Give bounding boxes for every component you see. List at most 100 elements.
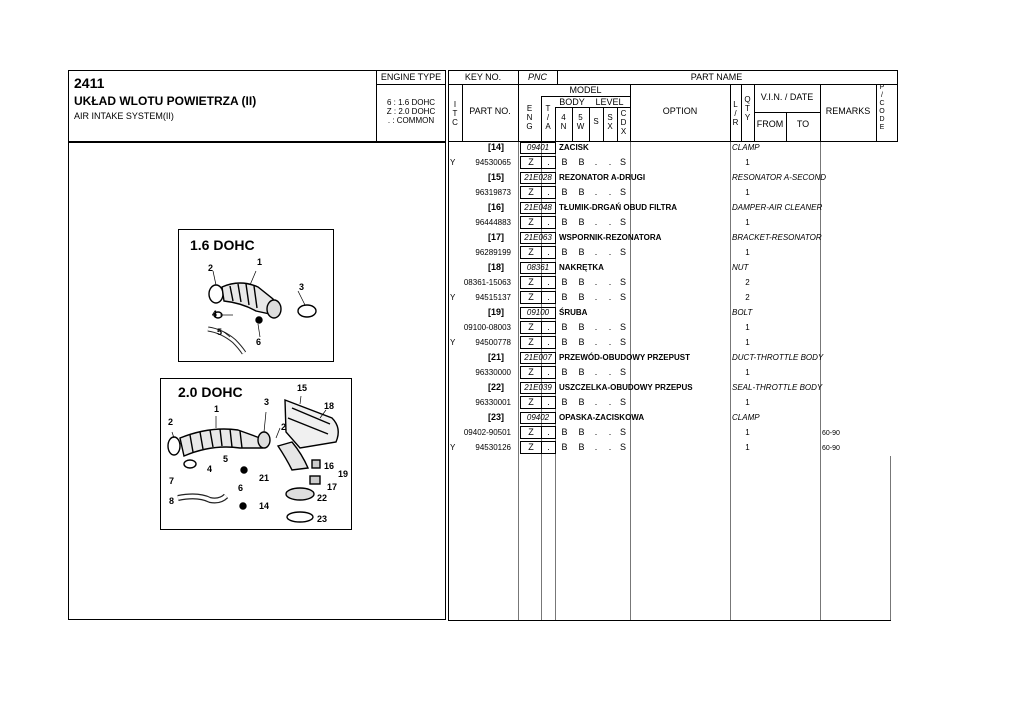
- engine-code-6: 6 : 1.6 DOHC: [386, 98, 435, 107]
- callout: 7: [169, 476, 175, 486]
- ta-cell: [541, 156, 556, 169]
- callout: 6: [256, 337, 262, 347]
- quantity: 1: [745, 398, 750, 407]
- quantity: 1: [745, 338, 750, 347]
- part-number: 09402-90501: [463, 428, 511, 437]
- level-s: .: [594, 157, 598, 167]
- level-s: .: [594, 187, 598, 197]
- callout: 4: [207, 464, 213, 474]
- level-cdx: S: [619, 187, 626, 197]
- pnc-code: 21E063: [520, 232, 556, 244]
- key-no: [18]: [487, 262, 504, 272]
- level-s: .: [594, 277, 598, 287]
- callout: 1: [257, 257, 263, 267]
- level-s: .: [594, 427, 598, 437]
- level-cdx: S: [619, 277, 626, 287]
- itc-flag: Y: [450, 443, 456, 452]
- ta-cell: [541, 186, 556, 199]
- to-label: TO: [796, 119, 810, 129]
- part-name-pl: OPASKA-ZACISKOWA: [559, 413, 645, 422]
- body-5w: B: [578, 217, 585, 227]
- ta-label: T/A: [545, 104, 551, 131]
- pnc-code: 09401: [520, 142, 556, 154]
- eng-code: Z: [528, 427, 534, 437]
- body-5w: B: [578, 292, 585, 302]
- ta-cell: [541, 321, 556, 334]
- part-number: 96330001: [475, 398, 511, 407]
- level-sx: .: [608, 427, 612, 437]
- eng-code: Z: [528, 247, 534, 257]
- level-sx: .: [608, 247, 612, 257]
- level-sx: .: [608, 277, 612, 287]
- eng-code: Z: [528, 322, 534, 332]
- part-name-en: CLAMP: [732, 143, 760, 152]
- body-5w: B: [578, 247, 585, 257]
- level-s-label: S: [593, 117, 599, 126]
- callout: 15: [297, 383, 308, 393]
- part-number: 96289199: [475, 248, 511, 257]
- callout: 21: [259, 473, 270, 483]
- ta-cell: [541, 366, 556, 379]
- callout: 2: [281, 422, 287, 432]
- callout: 22: [317, 493, 328, 503]
- level-sx: .: [608, 157, 612, 167]
- callout: 3: [299, 282, 305, 292]
- level-s: .: [594, 337, 598, 347]
- lr-label: L/R: [732, 100, 739, 127]
- key-no: [21]: [487, 352, 504, 362]
- body-4n: B: [561, 292, 568, 302]
- part-name-pl: TŁUMIK-DRGAŃ OBUD FILTRA: [559, 203, 678, 212]
- callout: 1: [214, 404, 220, 414]
- level-cdx: S: [619, 217, 626, 227]
- quantity: 1: [745, 443, 750, 452]
- engine-code-common: . : COMMON: [387, 116, 435, 125]
- level-s: .: [594, 217, 598, 227]
- level-s: .: [594, 322, 598, 332]
- eng-code: Z: [528, 292, 534, 302]
- part-name-pl: NAKRĘTKA: [559, 263, 604, 272]
- quantity: 1: [745, 248, 750, 257]
- parts-header: [448, 70, 898, 142]
- body-label: BODY: [559, 97, 585, 107]
- key-no: [14]: [487, 142, 504, 152]
- body-5w: B: [578, 442, 585, 452]
- itc-flag: Y: [450, 293, 456, 302]
- level-cdx: S: [619, 292, 626, 302]
- title-panel: [68, 70, 446, 142]
- callout: 17: [327, 482, 338, 492]
- part-number: 94530065: [475, 158, 511, 167]
- engine-codes: 6 : 1.6 DOHC Z : 2.0 DOHC . : COMMON: [376, 98, 446, 125]
- level-cdx: S: [619, 442, 626, 452]
- level-cdx: S: [619, 337, 626, 347]
- engine-type-label: ENGINE TYPE: [380, 72, 442, 82]
- part-name-label: PART NAME: [690, 72, 743, 82]
- ta-code: .: [547, 397, 550, 407]
- pnc-code: 21E028: [520, 172, 556, 184]
- body-5w: B: [578, 367, 585, 377]
- key-no: [16]: [487, 202, 504, 212]
- level-sx: .: [608, 397, 612, 407]
- diagram-1-6-dohc: [178, 229, 334, 362]
- ta-code: .: [547, 157, 550, 167]
- eng-code: Z: [528, 367, 534, 377]
- part-number: 09100-08003: [463, 323, 511, 332]
- part-name-pl: WSPORNIK-REZONATORA: [559, 233, 662, 242]
- callout: 14: [259, 501, 270, 511]
- remarks: 60-90: [822, 430, 840, 437]
- body-4n: B: [561, 367, 568, 377]
- ta-cell: [541, 336, 556, 349]
- callout: 2: [208, 263, 214, 273]
- part-name-pl: USZCZELKA-OBUDOWY PRZEPUS: [559, 383, 693, 392]
- page-title-pl: UKŁAD WLOTU POWIETRZA (II): [74, 94, 257, 108]
- callout: 6: [238, 483, 244, 493]
- pnc-code: 09100: [520, 307, 556, 319]
- callout: 5: [217, 327, 223, 337]
- key-no: [23]: [487, 412, 504, 422]
- ta-cell: [541, 276, 556, 289]
- body-5w: B: [578, 187, 585, 197]
- ta-code: .: [547, 322, 550, 332]
- part-number: 96319873: [475, 188, 511, 197]
